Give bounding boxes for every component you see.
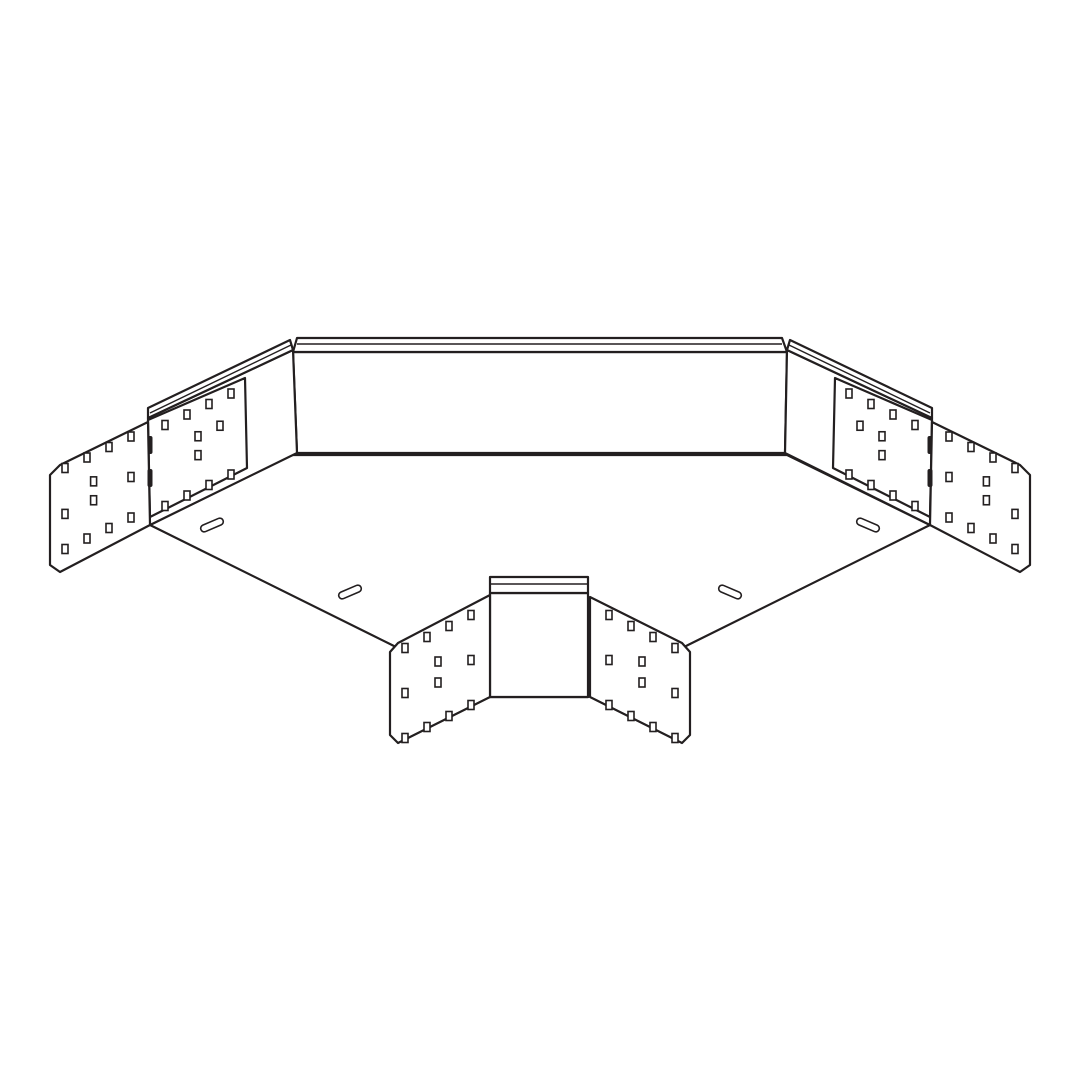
bolt-hole [83,533,91,544]
bolt-hole [638,677,646,688]
bolt-hole [627,710,635,722]
bolt-hole [845,469,853,480]
bolt-hole [161,419,169,431]
bolt-hole [105,522,113,534]
bolt-hole [605,654,613,666]
bolt-hole [127,431,135,442]
floor-slot [199,517,225,533]
bolt-hole [982,476,991,487]
bolt-hole [61,462,69,474]
bolt-hole [989,533,997,544]
front-right-splice-plate [588,595,692,745]
bolt-hole [856,420,864,432]
bolt-hole [127,471,135,483]
front-wall-rim [488,575,590,595]
bolt-hole [671,642,679,654]
right-splice-plate [928,420,1032,574]
bolt-hole [105,441,113,453]
bolt-hole [1011,543,1019,555]
bolt-hole [1011,508,1019,520]
bolt-hole [889,409,897,420]
back-wall-rim [291,336,789,354]
seam-slot [927,469,933,487]
bolt-hole [982,494,991,506]
bolt-hole [605,699,613,711]
bolt-hole [989,452,997,463]
bolt-hole [605,609,613,621]
bolt-hole [445,620,453,632]
floor-slot [717,584,743,600]
seam-slot [927,436,933,454]
bolt-hole [671,732,679,744]
bolt-hole [127,512,135,523]
bolt-hole [845,388,853,399]
bolt-hole [867,479,875,491]
bolt-hole [401,642,409,654]
bolt-hole [89,476,98,487]
seam-slot [147,436,153,454]
bolt-hole [945,512,953,523]
bolt-hole [227,388,235,399]
front-left-splice-plate [388,593,492,745]
bolt-hole [967,441,975,453]
bolt-hole [194,449,202,461]
bolt-hole [878,430,886,442]
floor-slot [337,584,363,600]
seam-slot [147,469,153,487]
left-splice-plate [48,420,152,574]
bolt-hole [467,699,475,711]
bolt-hole [434,677,442,688]
bolt-hole [649,721,657,733]
bolt-hole [61,508,69,520]
bolt-hole [205,479,213,491]
bolt-hole [61,543,69,555]
bolt-hole [227,469,235,480]
back-wall [291,350,789,455]
bolt-hole [889,490,897,501]
bolt-hole [161,500,169,512]
floor-slot [855,517,881,533]
bolt-hole [649,631,657,643]
bolt-hole [423,631,431,643]
bolt-hole [401,687,409,699]
bolt-hole [194,430,202,442]
bolt-hole [878,449,886,461]
bolt-hole [467,654,475,666]
bolt-hole [911,500,919,512]
bolt-hole [945,471,953,483]
bolt-hole [205,398,213,410]
front-wall [488,591,590,699]
bolt-hole [967,522,975,534]
bolt-hole [867,398,875,410]
bolt-hole [945,431,953,442]
bolt-hole [1011,462,1019,474]
bolt-hole [434,656,442,667]
bolt-hole [911,419,919,431]
bolt-hole [467,609,475,621]
bolt-hole [83,452,91,463]
bolt-hole [183,490,191,501]
bolt-hole [638,656,646,667]
bolt-hole [89,494,98,506]
bolt-hole [671,687,679,699]
bolt-hole [183,409,191,420]
bolt-hole [423,721,431,733]
bolt-hole [445,710,453,722]
bolt-hole [627,620,635,632]
bolt-hole [401,732,409,744]
bolt-hole [216,420,224,432]
